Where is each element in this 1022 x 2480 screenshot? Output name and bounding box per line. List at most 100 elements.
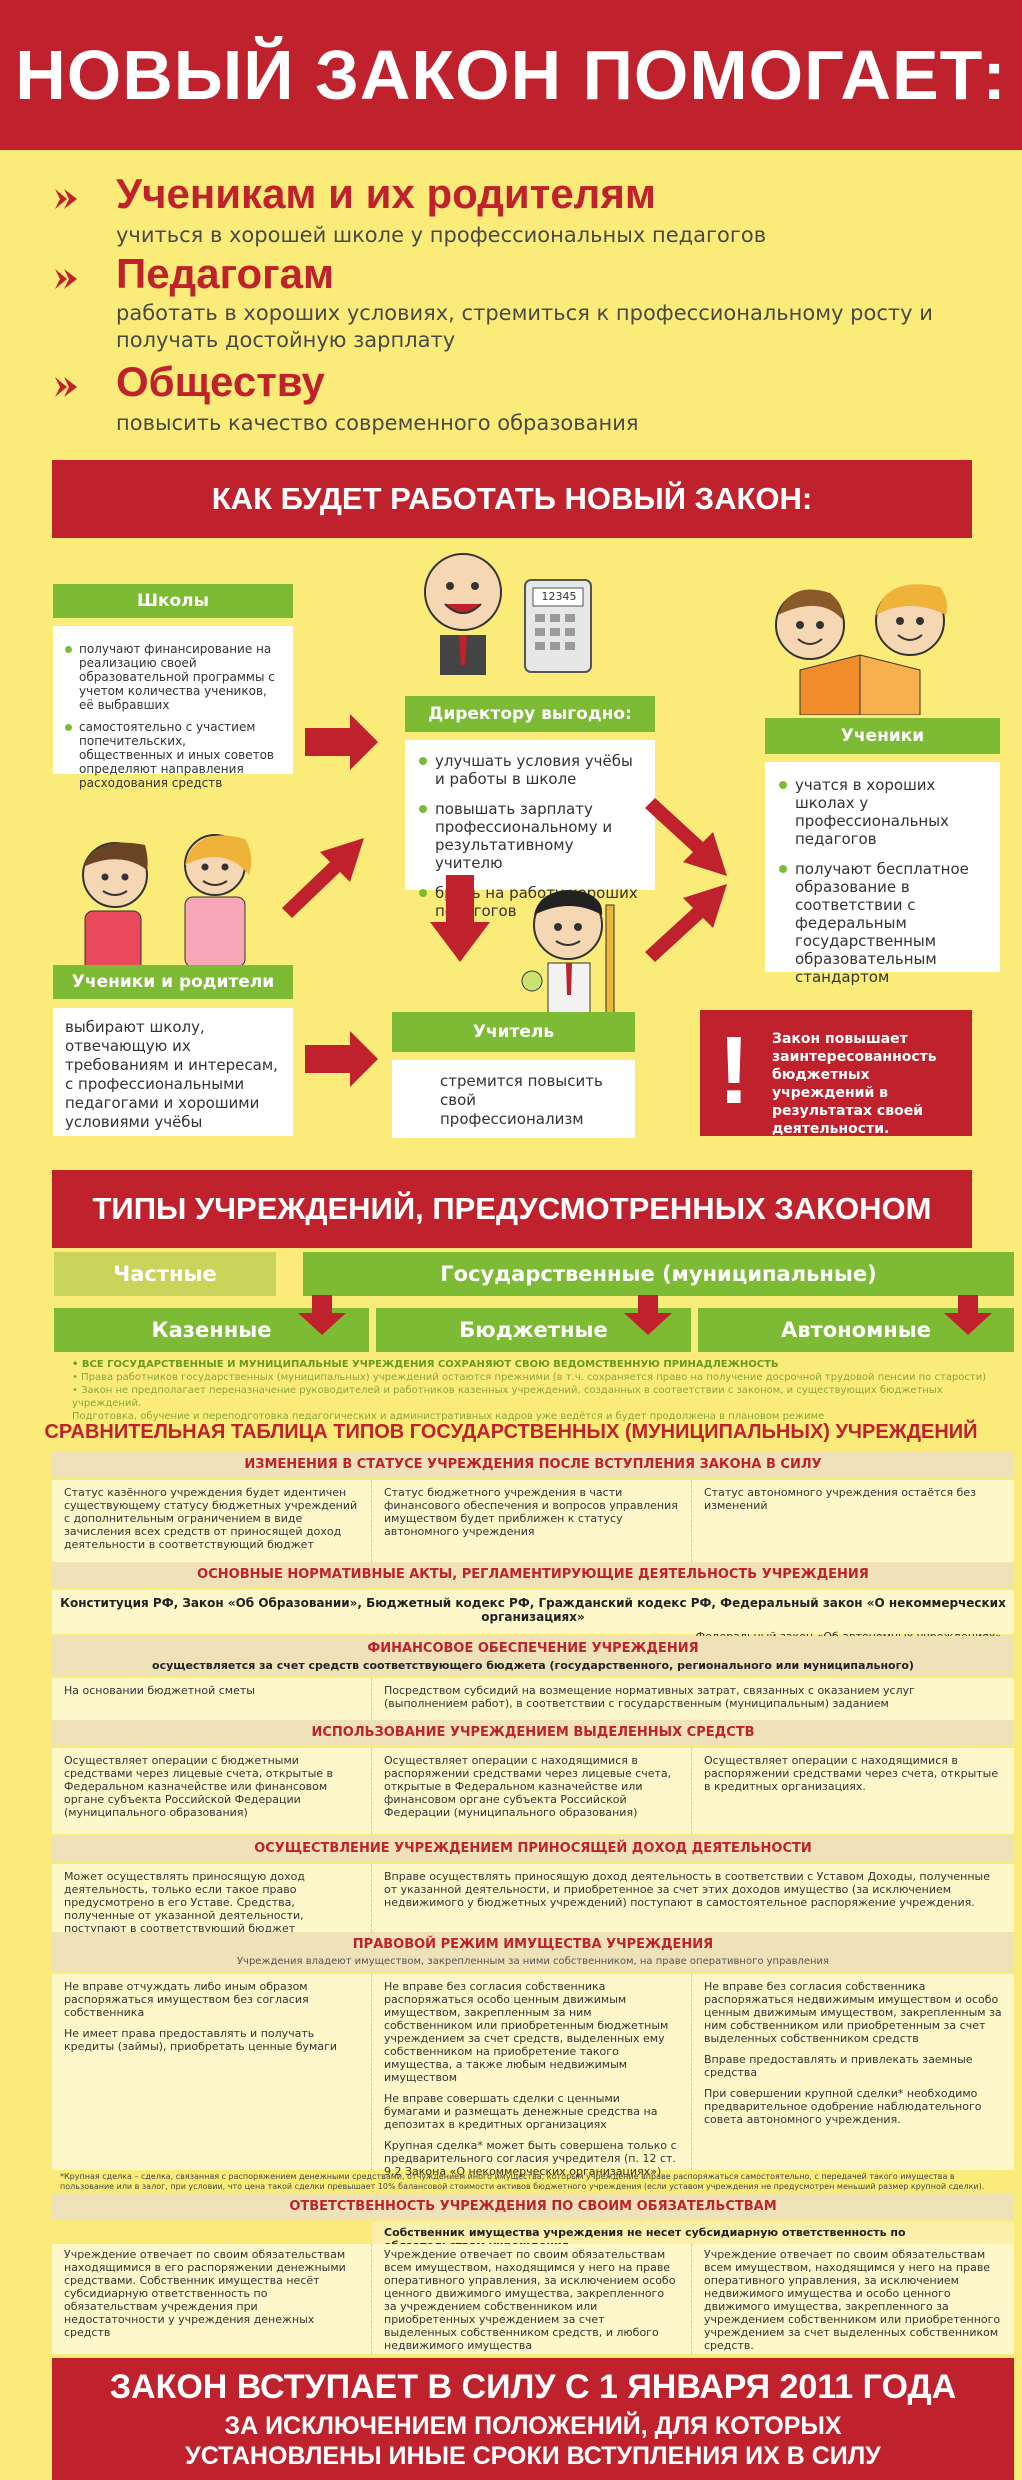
type-kazennye-label: Казенные xyxy=(151,1318,272,1342)
table-section-subtitle: осуществляется за счет средств соответст… xyxy=(152,1659,914,1672)
table-section-title: ФИНАНСОВОЕ ОБЕСПЕЧЕНИЕ УЧРЕЖДЕНИЯ xyxy=(367,1641,699,1656)
exclamation-icon: ! xyxy=(718,1017,750,1124)
table-subhead: Собственник имущества учреждения не несе… xyxy=(372,2222,1014,2252)
table-cell-text: Статус автономного учреждения остаётся б… xyxy=(704,1486,976,1512)
table-cell: Не вправе без согласия собственника расп… xyxy=(372,1974,692,2178)
parents-title: Ученики и родители xyxy=(71,972,275,992)
table-cell-text: Вправе предоставлять и привлекать заемны… xyxy=(704,2053,973,2079)
table-section-header: ФИНАНСОВОЕ ОБЕСПЕЧЕНИЕ УЧРЕЖДЕНИЯ осущес… xyxy=(52,1636,1014,1676)
table-cell: Осуществляет операции с находящимися в р… xyxy=(372,1748,692,1834)
benefit-text: учиться в хорошей школе у профессиональн… xyxy=(116,223,767,247)
footer-sub: ЗА ИСКЛЮЧЕНИЕМ ПОЛОЖЕНИЙ, ДЛЯ КОТОРЫХ УС… xyxy=(185,2412,881,2470)
table-row: Конституция РФ, Закон «Об Образовании», … xyxy=(52,1590,1014,1643)
table-cell: Статус казённого учреждения будет иденти… xyxy=(52,1480,372,1562)
table-section-header: ОСУЩЕСТВЛЕНИЕ УЧРЕЖДЕНИЕМ ПРИНОСЯЩЕЙ ДОХ… xyxy=(52,1836,1014,1862)
table-cell-text: Не вправе отчуждать либо иным образом ра… xyxy=(64,1980,309,2019)
types-note: • Закон не предполагает переназначение р… xyxy=(72,1385,943,1409)
students-box: учатся в хороших школах у профессиональн… xyxy=(765,762,1000,986)
type-budget: Бюджетные xyxy=(376,1308,691,1352)
type-arrows xyxy=(298,1295,992,1335)
teacher-box: стремится повысить свой профессионализм xyxy=(392,1060,635,1138)
table-cell: Вправе осуществлять приносящую доход дея… xyxy=(372,1864,1014,1932)
teacher-illustration xyxy=(521,890,615,1015)
arrow-diag-up-icon xyxy=(282,838,364,918)
table-cell-text: Статус бюджетного учреждения в части фин… xyxy=(384,1486,678,1538)
types-section-title: ТИПЫ УЧРЕЖДЕНИЙ, ПРЕДУСМОТРЕННЫХ ЗАКОНОМ xyxy=(92,1191,932,1226)
benefit-title: Педагогам xyxy=(116,250,335,297)
footer-main: ЗАКОН ВСТУПАЕТ В СИЛУ С 1 ЯНВАРЯ 2011 ГО… xyxy=(109,2368,957,2406)
parents-box-header: Ученики и родители xyxy=(53,965,293,999)
table-section-header: ПРАВОВОЙ РЕЖИМ ИМУЩЕСТВА УЧРЕЖДЕНИЯ Учре… xyxy=(52,1932,1014,1972)
list-item: самостоятельно с участием попечительских… xyxy=(65,720,283,790)
table-cell: Посредством субсидий на возмещение норма… xyxy=(372,1678,1014,1720)
table-cell: Может осуществлять приносящую доход деят… xyxy=(52,1864,372,1935)
list-item: повышать зарплату профессиональному и ре… xyxy=(419,800,645,872)
schools-title: Школы xyxy=(136,591,210,611)
table-cell-text: Крупная сделка* может быть совершена тол… xyxy=(384,2139,677,2178)
table-cell-text: Вправе осуществлять приносящую доход дея… xyxy=(384,1870,990,1909)
list-item: получают бесплатное образование в соотве… xyxy=(779,860,990,986)
page-title: НОВЫЙ ЗАКОН ПОМОГАЕТ: xyxy=(15,36,1007,114)
director-box-header: Директору выгодно: xyxy=(405,696,655,732)
parents-illustration xyxy=(82,834,252,972)
arrow-down-icon xyxy=(298,1295,346,1335)
table-cell-text: Осуществляет операции с находящимися в р… xyxy=(704,1754,999,1793)
header-banner: НОВЫЙ ЗАКОН ПОМОГАЕТ: xyxy=(0,0,1022,150)
table-cell-text: Не вправе без согласия собственника расп… xyxy=(704,1980,1002,2045)
arrow-bullet-icon xyxy=(55,189,77,209)
table-cell: Осуществляет операции с бюджетными средс… xyxy=(52,1748,372,1834)
table-cell-text: Не вправе без согласия собственника расп… xyxy=(384,1980,669,2084)
table-cell-text: Посредством субсидий на возмещение норма… xyxy=(384,1684,915,1710)
table-cell-text: Осуществляет операции с находящимися в р… xyxy=(384,1754,672,1819)
schools-list: получают финансирование на реализацию св… xyxy=(65,642,283,790)
table-cell: На основании бюджетной сметы xyxy=(52,1678,372,1720)
table-cell-text: При совершении крупной сделки* необходим… xyxy=(704,2087,982,2126)
table-cell: Осуществляет операции с находящимися в р… xyxy=(692,1748,1014,1834)
arrow-diag-down-icon xyxy=(645,798,727,876)
types-section-bar: ТИПЫ УЧРЕЖДЕНИЙ, ПРЕДУСМОТРЕННЫХ ЗАКОНОМ xyxy=(52,1170,972,1248)
table-cell-text: Конституция РФ, Закон «Об Образовании», … xyxy=(60,1596,1006,1624)
table-title: СРАВНИТЕЛЬНАЯ ТАБЛИЦА ТИПОВ ГОСУДАРСТВЕН… xyxy=(44,1421,978,1443)
table-footnote: *Крупная сделка – сделка, связанная с ра… xyxy=(60,2172,985,2191)
students-list: учатся в хороших школах у профессиональн… xyxy=(779,776,990,986)
parents-box: выбирают школу, отвечающую их требования… xyxy=(53,1008,293,1136)
table-section-header: ИЗМЕНЕНИЯ В СТАТУСЕ УЧРЕЖДЕНИЯ ПОСЛЕ ВСТ… xyxy=(52,1452,1014,1478)
table-cell: Не вправе отчуждать либо иным образом ра… xyxy=(52,1974,372,2170)
benefit-text: работать в хороших условиях, стремиться … xyxy=(116,301,933,352)
table-cell-text: Осуществляет операции с бюджетными средс… xyxy=(64,1754,334,1819)
schools-box-header: Школы xyxy=(53,584,293,618)
types-note: Подготовка, обучение и переподготовка пе… xyxy=(72,1411,825,1422)
director-illustration xyxy=(424,553,592,675)
benefit-text: повысить качество современного образован… xyxy=(116,411,639,435)
students-illustration xyxy=(775,584,948,715)
table-cell: Учреждение отвечает по своим обязательст… xyxy=(52,2244,372,2354)
director-box: улучшать условия учёбы и работы в школе … xyxy=(405,740,655,920)
types-note: • ВСЕ ГОСУДАРСТВЕННЫЕ И МУНИЦИПАЛЬНЫЕ УЧ… xyxy=(72,1359,779,1370)
list-item: учатся в хороших школах у профессиональн… xyxy=(779,776,990,848)
type-private-label: Частные xyxy=(113,1262,217,1286)
teacher-text: стремится повысить свой профессионализм xyxy=(440,1072,603,1128)
benefit-list: Ученикам и их родителям учиться в хороше… xyxy=(48,170,988,450)
arrow-down-icon xyxy=(624,1295,672,1335)
arrow-right-icon xyxy=(305,714,378,770)
table-cell: Учреждение отвечает по своим обязательст… xyxy=(372,2244,692,2354)
table-section-title: ПРАВОВОЙ РЕЖИМ ИМУЩЕСТВА УЧРЕЖДЕНИЯ xyxy=(352,1937,714,1952)
table-section-subtitle: Учреждения владеют имуществом, закреплен… xyxy=(236,1956,830,1967)
table-cell-text: Учреждение отвечает по своим обязательст… xyxy=(704,2248,1001,2352)
table-cell-text: Учреждение отвечает по своим обязательст… xyxy=(64,2248,346,2339)
arrow-down-icon xyxy=(944,1295,992,1335)
arrow-bullet-icon xyxy=(55,377,77,397)
table-cell-text: Не имеет права предоставлять и получать … xyxy=(64,2027,338,2053)
table-cell: Не вправе без согласия собственника расп… xyxy=(692,1974,1014,2170)
table-cell: Учреждение отвечает по своим обязательст… xyxy=(692,2244,1014,2354)
parents-text: выбирают школу, отвечающую их требования… xyxy=(65,1018,278,1131)
arrow-right-icon xyxy=(305,1031,378,1087)
calculator-display: 12345 xyxy=(541,590,577,603)
footer-banner: ЗАКОН ВСТУПАЕТ В СИЛУ С 1 ЯНВАРЯ 2011 ГО… xyxy=(52,2358,1014,2480)
type-autonomous-label: Автономные xyxy=(781,1318,931,1342)
type-state-label: Государственные (муниципальные) xyxy=(440,1262,877,1286)
arrow-bullet-icon xyxy=(55,269,77,289)
benefit-title: Ученикам и их родителям xyxy=(116,170,656,217)
list-item: получают финансирование на реализацию св… xyxy=(65,642,283,712)
table-section-header: ОТВЕТСТВЕННОСТЬ УЧРЕЖДЕНИЯ ПО СВОИМ ОБЯЗ… xyxy=(52,2194,1014,2220)
